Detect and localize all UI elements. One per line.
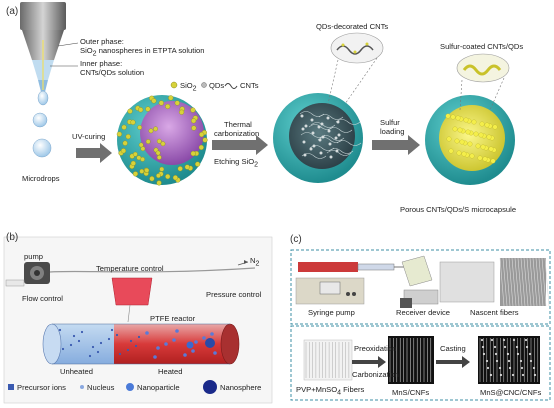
outer-phase-pointer (57, 42, 79, 47)
peristaltic-pump (5, 262, 50, 287)
heated-label: Heated (158, 367, 183, 376)
pvp-fiber-image (303, 339, 353, 381)
legend-precursor-symbol (8, 384, 14, 390)
sulfur-label-1: Sulfur (380, 118, 400, 127)
unheated-label: Unheated (60, 367, 93, 376)
legend-cnt-symbol (224, 83, 238, 89)
ptfe-reactor (42, 323, 240, 365)
arrow-sulfur (372, 135, 420, 155)
mns-cnf-image (388, 336, 434, 384)
legend-nucleus-symbol (80, 385, 84, 389)
arrow-uv-curing (76, 143, 112, 163)
etching-label: Etching SiO2 (214, 157, 259, 169)
mns-cnf-label: MnS/CNFs (392, 388, 430, 397)
panel-a-label: (a) (6, 6, 19, 17)
panel-b-frame (3, 236, 273, 404)
legend-nanosphere-label: Nanosphere (220, 383, 262, 392)
sulfur-label-2: loading (380, 127, 405, 136)
nascent-label: Nascent fibers (470, 308, 519, 317)
qds-cnts-label: QDs-decorated CNTs (316, 22, 389, 31)
flow-control-label: Flow control (22, 294, 63, 303)
pvp-label: PVP+MnSO4 Fibers (296, 385, 365, 397)
mns-cnc-label: MnS@CNC/CNFs (480, 388, 542, 397)
ptfe-label: PTFE reactor (150, 314, 196, 323)
arrow-thermal (212, 135, 268, 155)
legend-precursor-label: Precursor ions (17, 383, 66, 392)
microcapsule-label: Porous CNTs/QDs/S microcapsule (400, 205, 517, 214)
temperature-controller (111, 277, 153, 306)
microfluidic-nozzle (20, 2, 66, 158)
outer-phase-desc: SiO2 nanospheres in ETPTA solution (80, 46, 205, 58)
uv-curing-label: UV-curing (72, 132, 106, 141)
legend-qds-label: QDs (209, 81, 225, 90)
legend-nanosphere-symbol (203, 380, 217, 394)
panel-b-label: (b) (6, 232, 19, 243)
microdrops-label: Microdrops (22, 174, 60, 183)
microsphere-carbonized (273, 93, 363, 183)
outer-phase-title: Outer phase: (80, 37, 124, 46)
pump-label: pump (24, 252, 43, 261)
inner-phase-title: Inner phase: (80, 59, 123, 68)
panel-c-label: (c) (290, 234, 302, 245)
legend-nanoparticle-symbol (126, 383, 134, 391)
pressure-control-label: Pressure control (206, 290, 262, 299)
receiver-device (400, 255, 439, 308)
casting-label: Casting (440, 344, 466, 353)
temp-control-label: Temperature control (96, 264, 164, 273)
syringe-label: Syringe pump (308, 308, 355, 317)
thermal-label-1: Thermal (224, 120, 252, 129)
inner-phase-desc: CNTs/QDs solution (80, 68, 145, 77)
nascent-fiber-block (439, 261, 495, 303)
thermal-label-2: carbonization (214, 129, 260, 138)
microsphere-uv-cured (116, 95, 208, 186)
sulfur-coated-label: Sulfur-coated CNTs/QDs (440, 42, 524, 51)
legend-nanoparticle-label: Nanoparticle (137, 383, 180, 392)
carbon-label: Carbonization (352, 370, 399, 379)
legend-qds-symbol (201, 82, 207, 88)
flow-line (49, 267, 256, 273)
preox-label: Preoxidation (354, 344, 397, 353)
legend-sio2-symbol (170, 81, 178, 89)
legend-sio2-label: SiO2 (180, 81, 197, 93)
sulfur-zoom-bubble (456, 53, 510, 83)
cnt-zoom-bubble (330, 32, 384, 64)
microsphere-sulfur-coated (425, 95, 515, 185)
legend-nucleus-label: Nucleus (87, 383, 115, 392)
n2-label: N2 (250, 256, 260, 268)
legend-cnts-label: CNTs (240, 81, 259, 90)
receiver-label: Receiver device (396, 308, 451, 317)
syringe-pump-device (295, 262, 395, 305)
